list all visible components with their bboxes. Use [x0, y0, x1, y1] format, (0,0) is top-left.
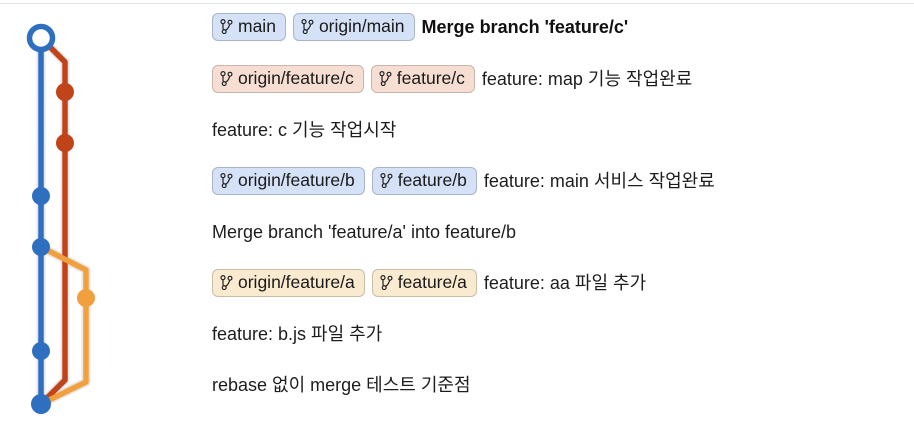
branch-badge-label: origin/feature/b [238, 169, 355, 190]
branch-badge[interactable]: origin/main [292, 12, 415, 41]
branch-badge[interactable]: main [212, 12, 286, 41]
branch-badge-label: feature/a [397, 271, 467, 292]
commit-subject: rebase 없이 merge 테스트 기준점 [212, 374, 471, 395]
git-branch-icon [380, 275, 393, 290]
commit-row[interactable]: rebase 없이 merge 테스트 기준점 [205, 359, 914, 410]
commit-subject: Merge branch 'feature/c' [421, 16, 629, 37]
commit-node-c4[interactable] [32, 238, 50, 256]
commit-row[interactable]: feature: c 기능 작업시작 [205, 104, 914, 155]
commit-node-c3[interactable] [32, 187, 50, 205]
commit-subject: feature: map 기능 작업완료 [481, 68, 693, 89]
commit-subject: feature: c 기능 작업시작 [212, 119, 397, 140]
commit-subject: feature: aa 파일 추가 [483, 272, 647, 293]
commit-node-head[interactable] [26, 23, 56, 53]
commit-row[interactable]: origin/feature/b feature/b feature: main… [205, 155, 914, 206]
git-branch-icon [220, 275, 233, 290]
commit-node-c7[interactable] [31, 394, 51, 414]
branch-badge-label: origin/feature/c [238, 67, 354, 88]
commit-subject: Merge branch 'feature/a' into feature/b [212, 221, 517, 242]
edge-red-branch [38, 35, 68, 407]
commit-subject: feature: b.js 파일 추가 [212, 323, 383, 344]
commit-graph [0, 0, 205, 440]
commit-row[interactable]: origin/feature/a feature/a feature: aa 파… [205, 257, 914, 308]
commit-graph-svg [26, 23, 95, 414]
branch-badge-label: feature/b [397, 169, 467, 190]
edge-orange-branch [38, 244, 89, 407]
commit-node-c2[interactable] [56, 134, 74, 152]
branch-badge[interactable]: origin/feature/c [212, 64, 364, 93]
commit-row[interactable]: Merge branch 'feature/a' into feature/b [205, 206, 914, 257]
branch-badge-label: origin/feature/a [238, 271, 355, 292]
branch-badge[interactable]: feature/c [370, 64, 475, 93]
commit-node-c6[interactable] [32, 342, 50, 360]
commit-row[interactable]: feature: b.js 파일 추가 [205, 308, 914, 359]
git-branch-icon [379, 71, 392, 86]
branch-badge-label: feature/c [396, 67, 465, 88]
git-branch-icon [220, 19, 233, 34]
branch-badge-label: main [238, 15, 276, 36]
git-branch-icon [380, 173, 393, 188]
commit-subject: feature: main 서비스 작업완료 [483, 170, 715, 191]
commit-row[interactable]: origin/feature/c feature/c feature: map … [205, 53, 914, 104]
branch-badge[interactable]: origin/feature/a [212, 268, 365, 297]
commit-node-c5[interactable] [77, 289, 95, 307]
git-branch-icon [220, 71, 233, 86]
commit-node-c1[interactable] [56, 83, 74, 101]
branch-badge[interactable]: origin/feature/b [212, 166, 365, 195]
git-branch-icon [220, 173, 233, 188]
commit-list: main origin/main Merge branch 'feature/c… [205, 0, 914, 440]
branch-badge[interactable]: feature/b [371, 166, 477, 195]
commit-row[interactable]: main origin/main Merge branch 'feature/c… [205, 0, 914, 53]
branch-badge[interactable]: feature/a [371, 268, 477, 297]
branch-badge-label: origin/main [318, 15, 405, 36]
git-branch-icon [301, 19, 314, 34]
top-divider [0, 3, 914, 4]
